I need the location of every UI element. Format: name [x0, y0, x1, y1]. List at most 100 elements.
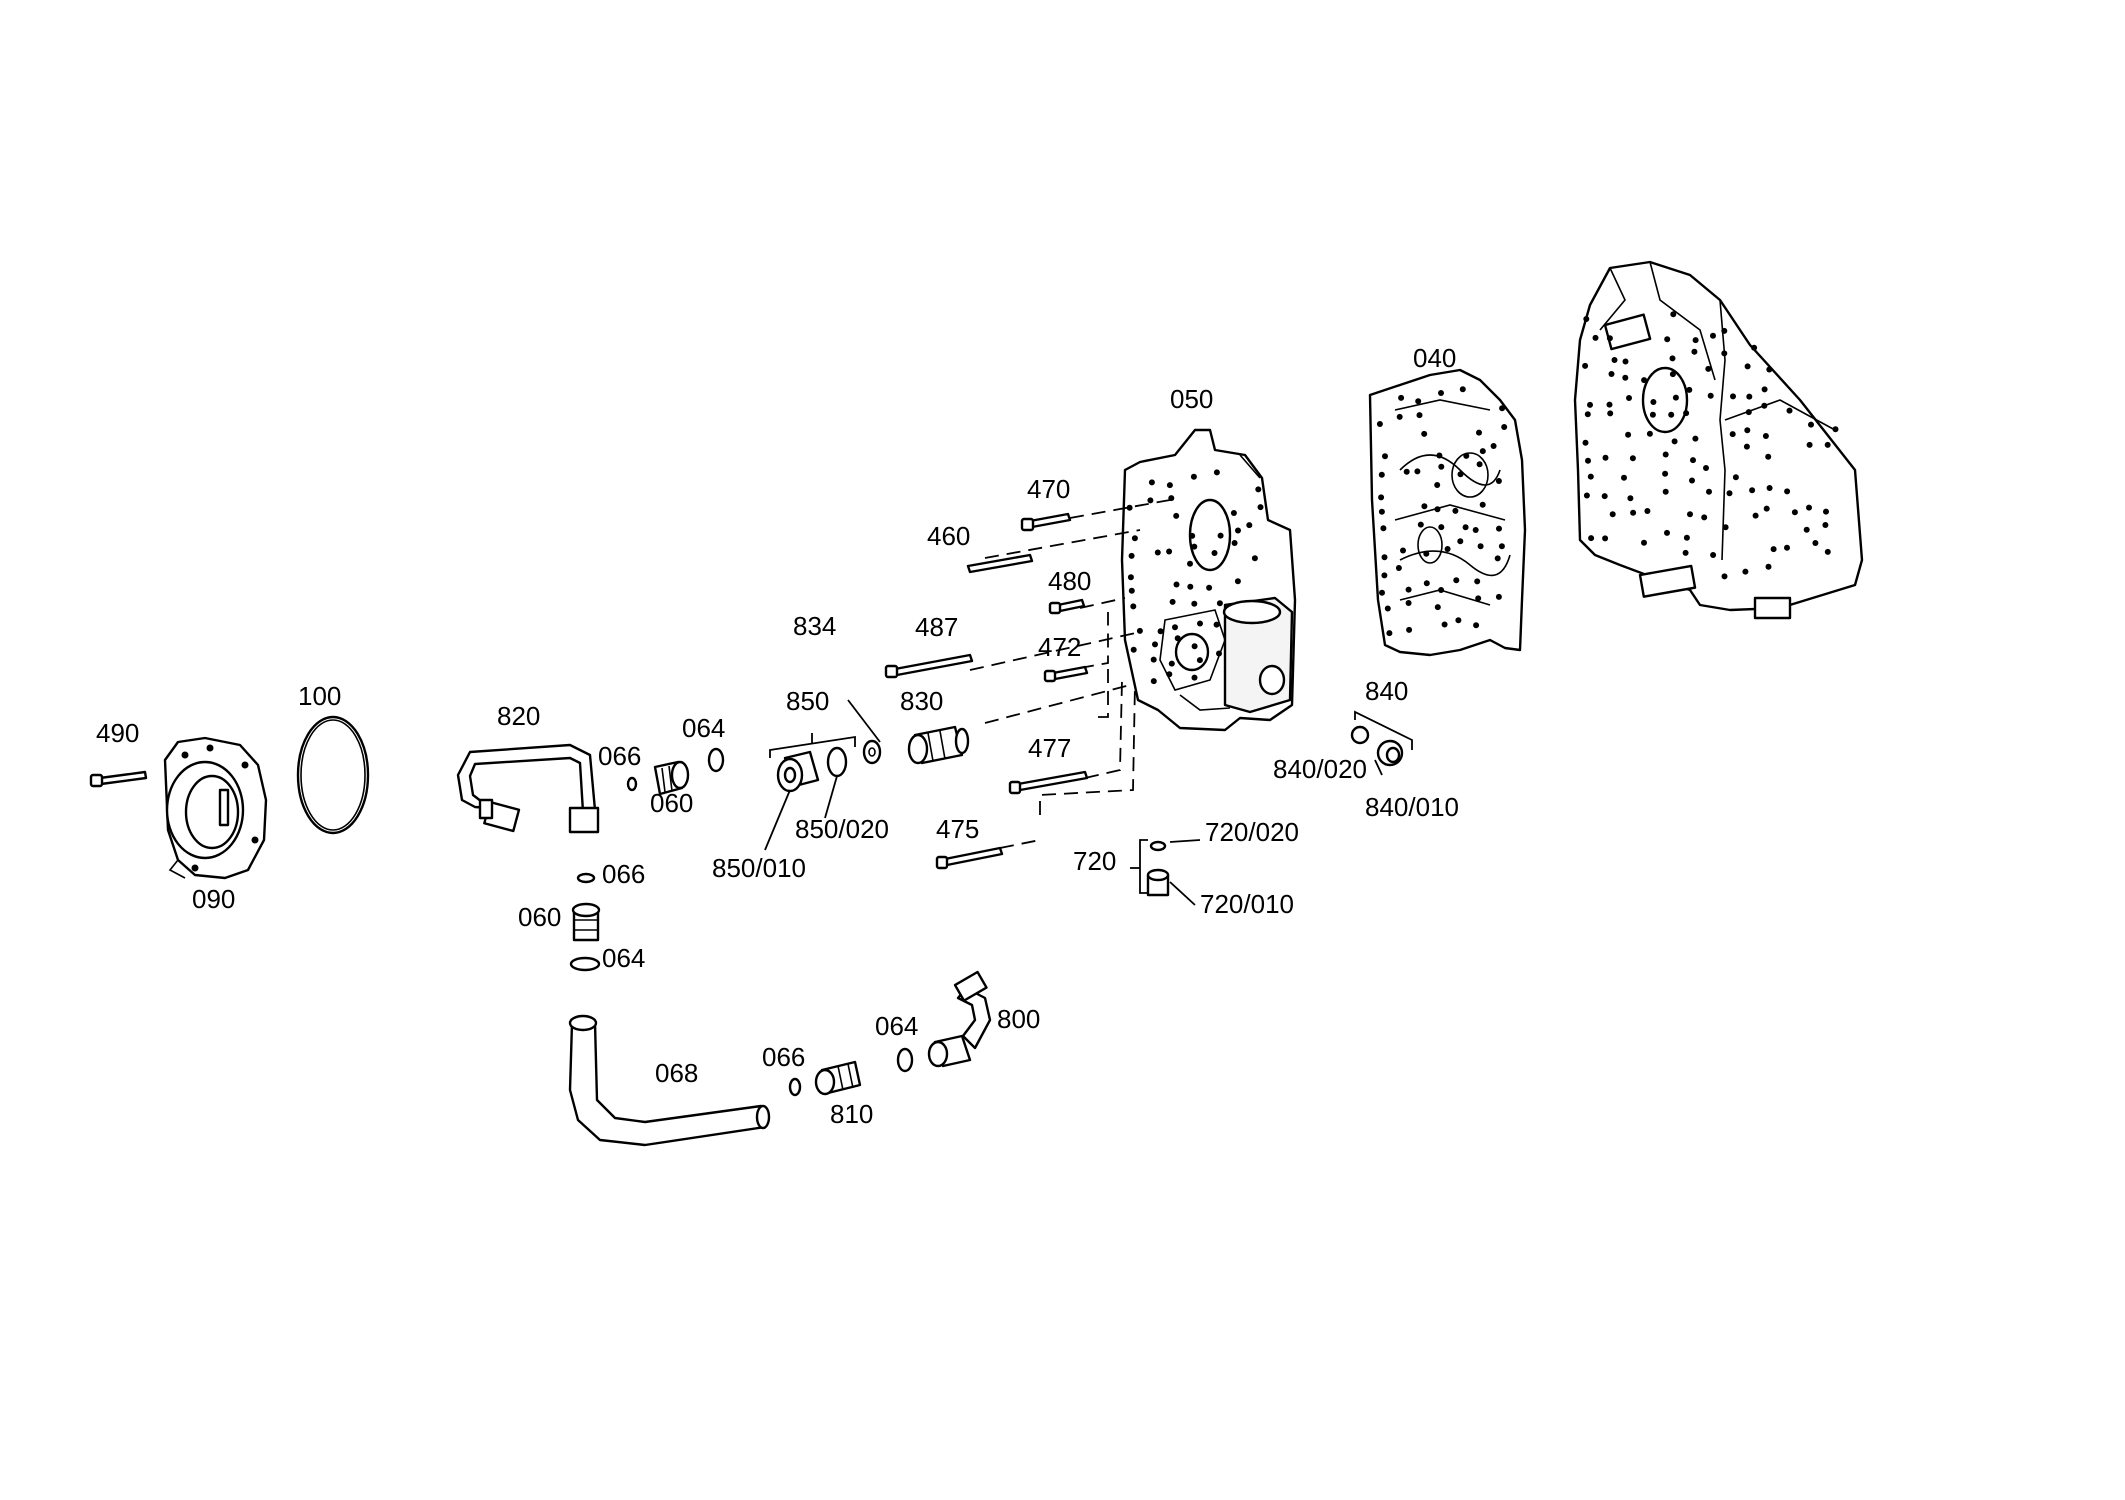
label-064a: 064 [682, 713, 725, 743]
hole [1396, 413, 1403, 420]
hole [1400, 547, 1406, 554]
assembly-lines [969, 499, 1171, 849]
valve-830 [907, 725, 970, 765]
hole [1473, 622, 1480, 629]
hole [1131, 535, 1138, 542]
hole [1743, 443, 1750, 450]
hole [1669, 355, 1676, 362]
hole [1130, 603, 1137, 610]
hole [1602, 535, 1609, 542]
hole [1689, 477, 1695, 484]
hole [1671, 438, 1678, 445]
label-064b: 064 [602, 943, 645, 973]
hole [1490, 443, 1497, 449]
hole [1629, 455, 1636, 462]
hole [1707, 392, 1714, 399]
label-060a: 060 [650, 788, 693, 818]
hole [1585, 457, 1591, 464]
hole [1395, 565, 1402, 571]
hole [1751, 344, 1758, 351]
fitting-060-b [571, 902, 601, 942]
hole [1791, 509, 1798, 516]
seal-064-a [707, 747, 725, 773]
hole [1587, 473, 1594, 480]
hole [1462, 524, 1469, 531]
hole [1127, 574, 1134, 581]
bolt-460 [966, 553, 1034, 574]
hole [1403, 468, 1410, 475]
hole [1701, 514, 1708, 521]
hole [1765, 453, 1772, 460]
seal-064-c [896, 1047, 914, 1073]
hole [1438, 390, 1444, 396]
hole [1150, 656, 1157, 663]
hole [1257, 504, 1264, 511]
hole [1606, 401, 1613, 408]
plate-040 [1368, 368, 1527, 657]
bolt-490 [89, 770, 148, 788]
hole [1662, 451, 1669, 458]
hole [1732, 474, 1739, 481]
hole [1166, 671, 1173, 678]
hole [1622, 358, 1629, 365]
hole [1721, 350, 1728, 357]
hole [1438, 463, 1445, 470]
label-477: 477 [1028, 733, 1071, 763]
hole [1691, 348, 1698, 355]
bolt-477 [1008, 770, 1089, 795]
bolt-475 [935, 846, 1004, 870]
part-labels: 040 050 470 460 480 834 487 472 850 830 … [96, 343, 1459, 1129]
hole [1608, 371, 1615, 377]
hole [1398, 394, 1405, 401]
label-472: 472 [1038, 632, 1081, 662]
label-850-020: 850/020 [795, 814, 889, 844]
hole [1147, 497, 1154, 504]
elbow-800 [927, 970, 992, 1068]
hole [1742, 568, 1749, 575]
hole [1692, 435, 1699, 442]
hole [1169, 598, 1176, 605]
hole [1630, 509, 1637, 516]
hole [1457, 538, 1464, 545]
hole [1436, 452, 1443, 459]
tube-820 [456, 743, 600, 834]
label-066c: 066 [762, 1042, 805, 1072]
label-720-020: 720/020 [1205, 817, 1299, 847]
hole [1672, 394, 1679, 401]
hole [1438, 587, 1445, 593]
hole [1621, 474, 1627, 481]
hole [1378, 471, 1385, 478]
seal-840-020 [1350, 725, 1370, 745]
hole [1622, 374, 1629, 381]
hole [1808, 421, 1814, 428]
hole [1806, 504, 1812, 511]
hole [1459, 386, 1466, 393]
hole [1729, 431, 1736, 438]
hole [1705, 365, 1712, 372]
hole [1386, 630, 1393, 637]
hole [1726, 490, 1733, 497]
hole [1766, 485, 1773, 491]
hole [1650, 399, 1657, 405]
hole [1376, 421, 1383, 427]
hole [1251, 555, 1258, 562]
hole [1380, 525, 1387, 532]
hole [1434, 482, 1441, 488]
hole [1721, 327, 1728, 334]
hole [1582, 439, 1589, 446]
o-ring-100 [296, 715, 370, 835]
hole [1148, 479, 1155, 486]
hole [1730, 393, 1736, 400]
hole [1197, 620, 1203, 627]
hole [1584, 411, 1591, 418]
hole [1416, 412, 1423, 419]
hole [1406, 626, 1413, 633]
label-475: 475 [936, 814, 979, 844]
hole [1646, 430, 1653, 437]
hole [1128, 552, 1135, 559]
plug-850-010 [776, 750, 820, 793]
hole [1752, 512, 1759, 519]
hole [1166, 482, 1173, 489]
hole [1191, 543, 1198, 550]
